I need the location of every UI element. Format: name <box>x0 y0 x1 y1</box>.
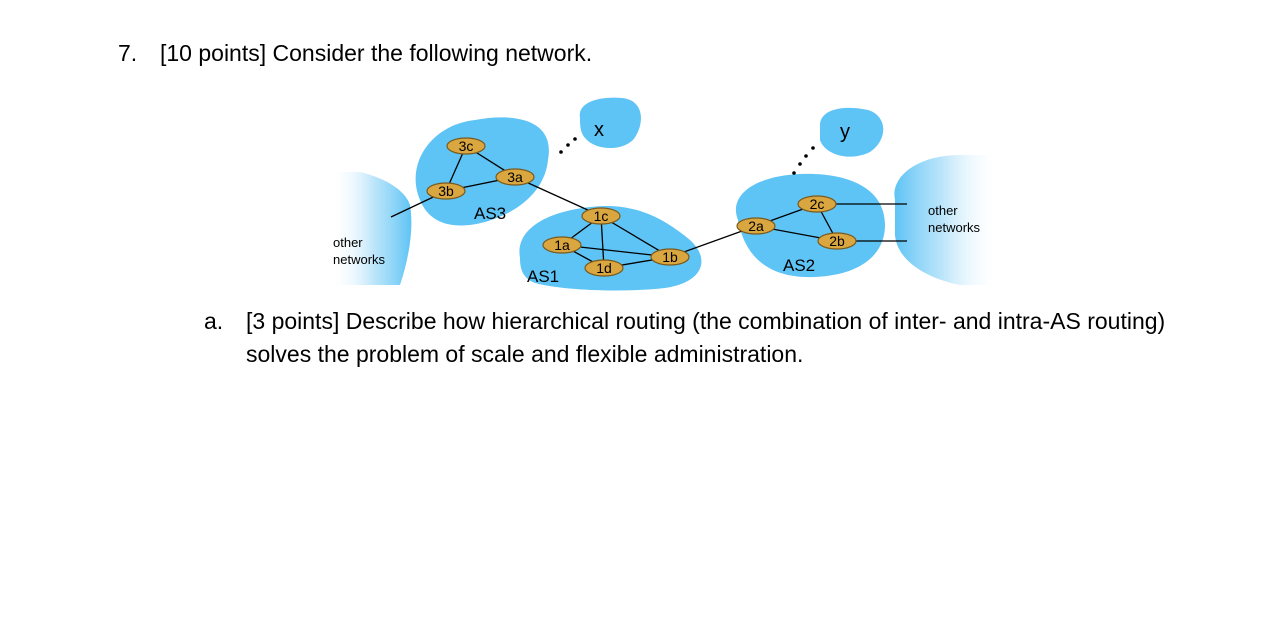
host-x-cloud <box>579 97 641 149</box>
as2-cloud <box>735 173 885 278</box>
svg-text:3a: 3a <box>507 169 523 185</box>
router-2b: 2b <box>817 232 857 250</box>
as3-label: AS3 <box>474 204 506 223</box>
svg-text:3b: 3b <box>438 183 454 199</box>
svg-text:2b: 2b <box>829 233 845 249</box>
host-y-cloud <box>819 107 884 157</box>
router-1d: 1d <box>584 259 624 277</box>
svg-text:2a: 2a <box>748 218 764 234</box>
router-1a: 1a <box>542 236 582 254</box>
router-2a: 2a <box>736 217 776 235</box>
as2-label: AS2 <box>783 256 815 275</box>
host-x-label: x <box>594 119 604 141</box>
router-2c: 2c <box>797 195 837 213</box>
question-header: 7. [10 points] Consider the following net… <box>118 40 592 67</box>
other-networks-right-cloud <box>894 155 1000 285</box>
as1-cloud <box>519 205 702 291</box>
question-text: [10 points] Consider the following netwo… <box>160 40 593 66</box>
other-networks-left-cloud <box>330 172 412 285</box>
as1-label: AS1 <box>527 267 559 286</box>
other-networks-right-line1: other <box>928 203 958 218</box>
subquestion-a: a. [3 points] Describe how hierarchical … <box>204 305 1184 371</box>
svg-text:2c: 2c <box>810 196 825 212</box>
host-y-label: y <box>840 121 850 143</box>
network-diagram: 3c 3a 3b 1c 1a 1d 1b 2c 2a 2b AS3 AS1 AS… <box>330 97 1000 291</box>
svg-text:1c: 1c <box>594 208 609 224</box>
svg-text:1d: 1d <box>596 260 612 276</box>
question-number: 7. <box>118 40 138 66</box>
router-3c: 3c <box>446 137 486 155</box>
router-1c: 1c <box>581 207 621 225</box>
svg-text:3c: 3c <box>459 138 474 154</box>
router-1b: 1b <box>650 248 690 266</box>
router-3a: 3a <box>495 168 535 186</box>
router-3b: 3b <box>426 182 466 200</box>
other-networks-left-line2: networks <box>333 252 386 267</box>
subquestion-letter: a. <box>204 308 224 334</box>
svg-text:1a: 1a <box>554 237 570 253</box>
svg-text:1b: 1b <box>662 249 678 265</box>
other-networks-right-line2: networks <box>928 220 981 235</box>
other-networks-left-line1: other <box>333 235 363 250</box>
subquestion-text: [3 points] Describe how hierarchical rou… <box>246 308 1166 367</box>
host-dotted-links <box>559 137 815 175</box>
